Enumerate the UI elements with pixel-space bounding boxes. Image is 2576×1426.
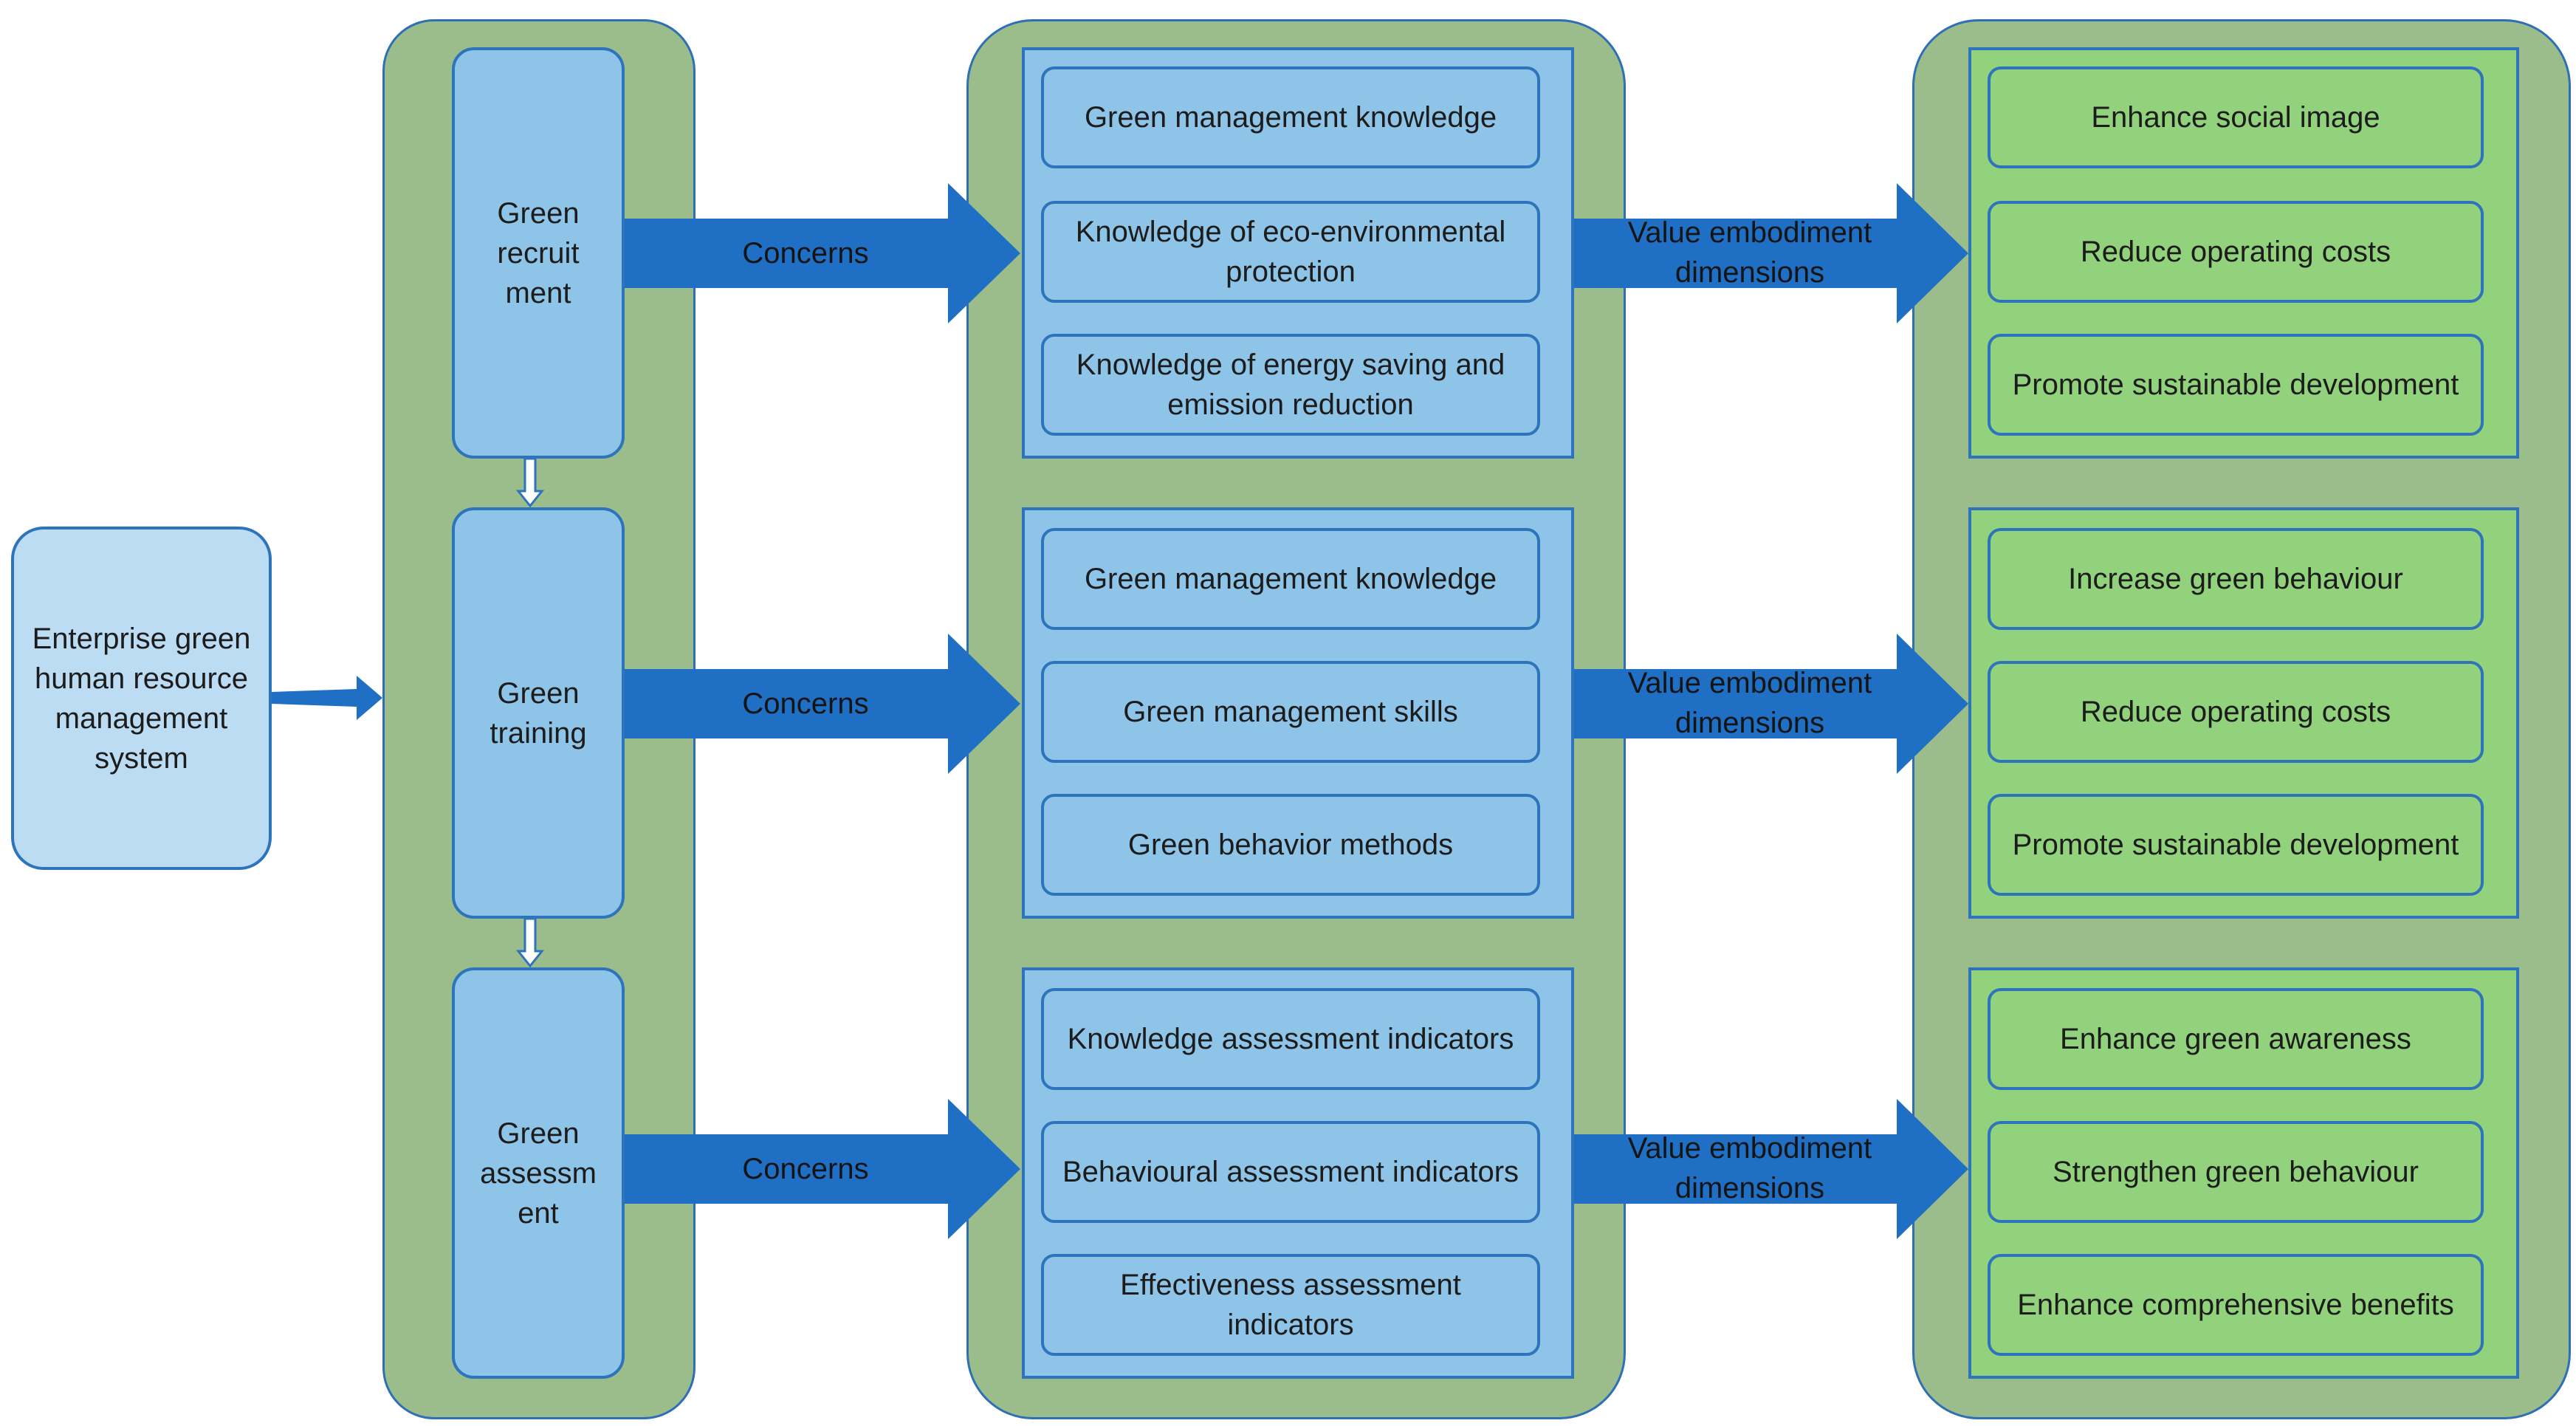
value-arrow — [1574, 634, 1968, 774]
concern-item: Green management skills — [1041, 661, 1540, 763]
concern-item: Knowledge assessment indicators — [1041, 988, 1540, 1090]
stage-green-recruitment: Green recruit ment — [452, 47, 625, 459]
stage-green-assessment: Green assessm ent — [452, 967, 625, 1379]
enterprise-ghrm-system-box: Enterprise green human resource manageme… — [11, 527, 272, 870]
value-item: Enhance green awareness — [1988, 988, 2484, 1090]
value-item: Increase green behaviour — [1988, 528, 2484, 630]
value-item: Strengthen green behaviour — [1988, 1121, 2484, 1223]
value-item: Promote sustainable development — [1988, 794, 2484, 896]
value-item: Reduce operating costs — [1988, 201, 2484, 303]
enterprise-ghrm-system-label: Enterprise green human resource manageme… — [32, 622, 251, 775]
concern-item: Effectiveness assessment indicators — [1041, 1254, 1540, 1356]
stage-down-arrow — [515, 457, 545, 508]
concern-item: Knowledge of eco-environmental protectio… — [1041, 201, 1540, 303]
value-dimensions-label: Value embodiment dimensions — [1627, 1132, 1872, 1204]
value-dimensions-label: Value embodiment dimensions — [1627, 216, 1872, 289]
concerns-label: Concerns — [742, 237, 869, 270]
concern-item: Behavioural assessment indicators — [1041, 1121, 1540, 1223]
concerns-label: Concerns — [742, 1153, 869, 1185]
concern-item: Green management knowledge — [1041, 528, 1540, 630]
value-item: Reduce operating costs — [1988, 661, 2484, 763]
concerns-arrow — [625, 183, 1020, 323]
stage-label: Green recruit ment — [497, 196, 580, 309]
stage-label: Green assessm ent — [480, 1117, 597, 1230]
value-arrow — [1574, 1099, 1968, 1239]
value-dimensions-label: Value embodiment dimensions — [1627, 667, 1872, 739]
stage-down-arrow — [515, 917, 545, 968]
value-item: Enhance comprehensive benefits — [1988, 1254, 2484, 1356]
concern-item: Knowledge of energy saving and emission … — [1041, 334, 1540, 436]
entry-arrow — [272, 676, 382, 720]
value-item: Enhance social image — [1988, 66, 2484, 168]
value-arrow — [1574, 183, 1968, 323]
value-item: Promote sustainable development — [1988, 334, 2484, 436]
concern-item: Green management knowledge — [1041, 66, 1540, 168]
stage-green-training: Green training — [452, 507, 625, 919]
concern-item: Green behavior methods — [1041, 794, 1540, 896]
concerns-label: Concerns — [742, 688, 869, 720]
concerns-arrow — [625, 1099, 1020, 1239]
concerns-arrow — [625, 634, 1020, 774]
stage-label: Green training — [490, 676, 587, 750]
